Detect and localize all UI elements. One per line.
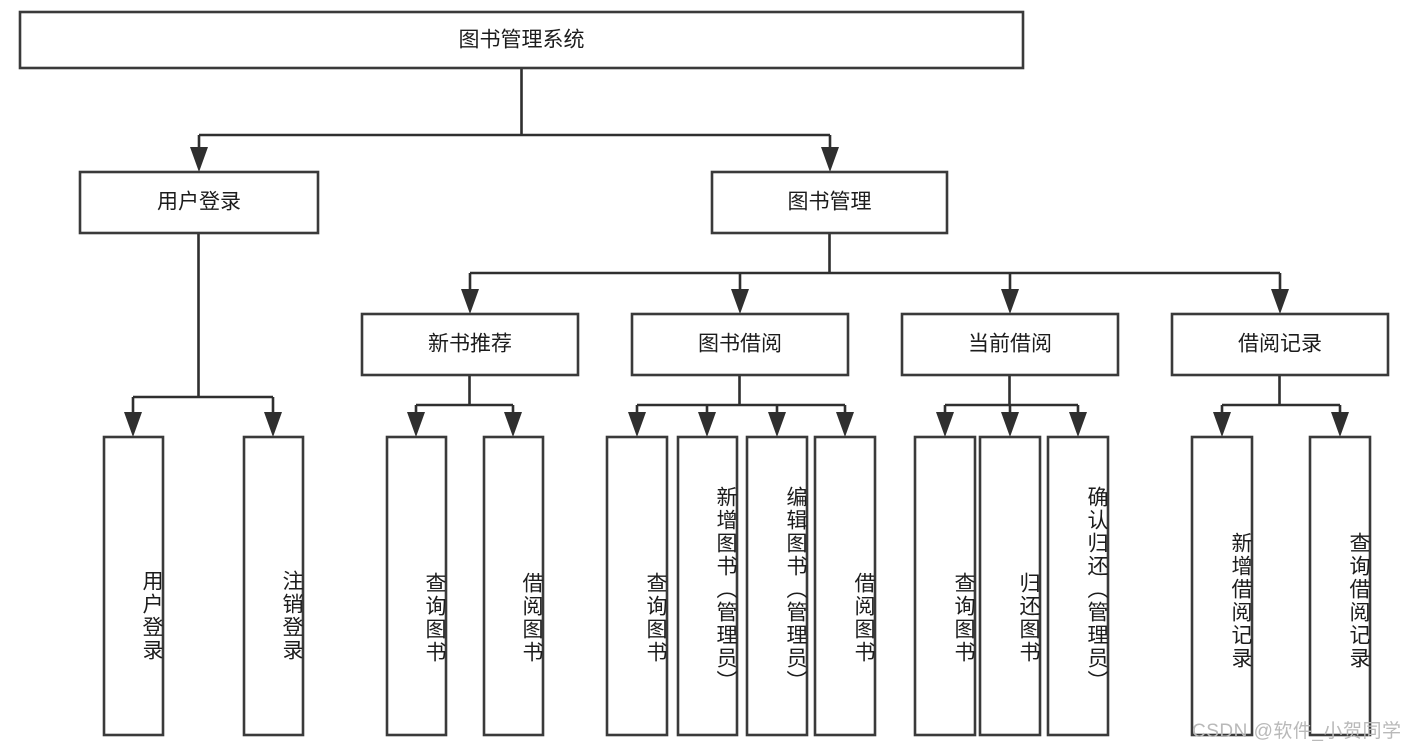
leaf-confirm-return-admin-box[interactable] (1046, 435, 1110, 737)
leaf-logout-box[interactable] (242, 435, 305, 737)
node-root-box[interactable] (18, 10, 1025, 70)
leaf-query-book-current-box[interactable] (913, 435, 977, 737)
node-current-borrow-label: 当前借阅 (968, 333, 1052, 356)
arrow-to-leaf-logout (264, 412, 282, 437)
arrow-to-leaf-confirm-return-admin (1069, 412, 1087, 437)
connector-borrowrecord-bus (1220, 375, 1342, 420)
arrow-to-leaf-query-book-rec (407, 412, 425, 437)
node-root-label: 图书管理系统 (459, 29, 585, 52)
arrow-to-current-borrow (1001, 289, 1019, 314)
arrow-to-leaf-return-book (1001, 412, 1019, 437)
node-new-book-recommend[interactable]: 新书推荐 (360, 312, 580, 377)
arrow-to-leaf-query-book-current (936, 412, 954, 437)
arrow-to-leaf-add-borrow-record (1213, 412, 1231, 437)
node-user-login-label: 用户登录 (157, 191, 241, 214)
leaf-edit-book-admin-box[interactable] (745, 435, 809, 737)
arrow-to-leaf-query-book-borrow (628, 412, 646, 437)
arrow-to-borrow-record (1271, 289, 1289, 314)
node-user-login[interactable]: 用户登录 (78, 170, 320, 235)
node-book-manage[interactable]: 图书管理 (710, 170, 949, 235)
node-current-borrow[interactable]: 当前借阅 (900, 312, 1120, 377)
node-current-borrow-box[interactable] (900, 312, 1120, 377)
node-book-borrow-box[interactable] (630, 312, 850, 377)
node-root[interactable]: 图书管理系统 (18, 10, 1025, 70)
leaf-borrow-book-box[interactable] (813, 435, 877, 737)
arrow-to-leaf-borrow-book-rec (504, 412, 522, 437)
node-user-login-box[interactable] (78, 170, 320, 235)
leaf-query-book-borrow-box[interactable] (605, 435, 669, 737)
leaf-return-book-box[interactable] (978, 435, 1042, 737)
arrow-to-new-book-recommend (461, 289, 479, 314)
connector-bookborrow-bus (635, 375, 847, 420)
node-book-borrow[interactable]: 图书借阅 (630, 312, 850, 377)
leaf-borrow-book-rec-box[interactable] (482, 435, 545, 737)
arrow-to-book-manage (821, 147, 839, 172)
node-new-book-recommend-label: 新书推荐 (428, 333, 512, 356)
arrow-to-leaf-add-book-admin (698, 412, 716, 437)
node-book-manage-label: 图书管理 (788, 191, 872, 214)
arrow-to-leaf-query-borrow-record (1331, 412, 1349, 437)
arrow-to-book-borrow (731, 289, 749, 314)
connector-layer (124, 68, 1349, 437)
node-borrow-record-label: 借阅记录 (1238, 333, 1322, 356)
csdn-watermark: CSDN @软件_小贺同学 (1192, 721, 1402, 742)
connector-root-bus (197, 68, 832, 155)
leaf-box-layer (102, 435, 1372, 737)
arrow-to-user-login (190, 147, 208, 172)
leaf-add-book-admin-box[interactable] (676, 435, 739, 737)
connector-newbook-bus (414, 375, 515, 420)
connector-bookmanage-bus (468, 233, 1282, 296)
leaf-add-borrow-record-box[interactable] (1190, 435, 1254, 737)
node-new-book-recommend-box[interactable] (360, 312, 580, 377)
arrow-to-leaf-borrow-book (836, 412, 854, 437)
arrow-to-leaf-edit-book-admin (768, 412, 786, 437)
node-book-borrow-label: 图书借阅 (698, 333, 782, 356)
leaf-user-login-box[interactable] (102, 435, 165, 737)
leaf-query-borrow-record-box[interactable] (1308, 435, 1372, 737)
arrow-to-leaf-user-login (124, 412, 142, 437)
node-book-manage-box[interactable] (710, 170, 949, 235)
node-borrow-record[interactable]: 借阅记录 (1170, 312, 1390, 377)
leaf-query-book-rec-box[interactable] (385, 435, 448, 737)
connector-userlogin-bus (131, 233, 275, 420)
node-borrow-record-box[interactable] (1170, 312, 1390, 377)
